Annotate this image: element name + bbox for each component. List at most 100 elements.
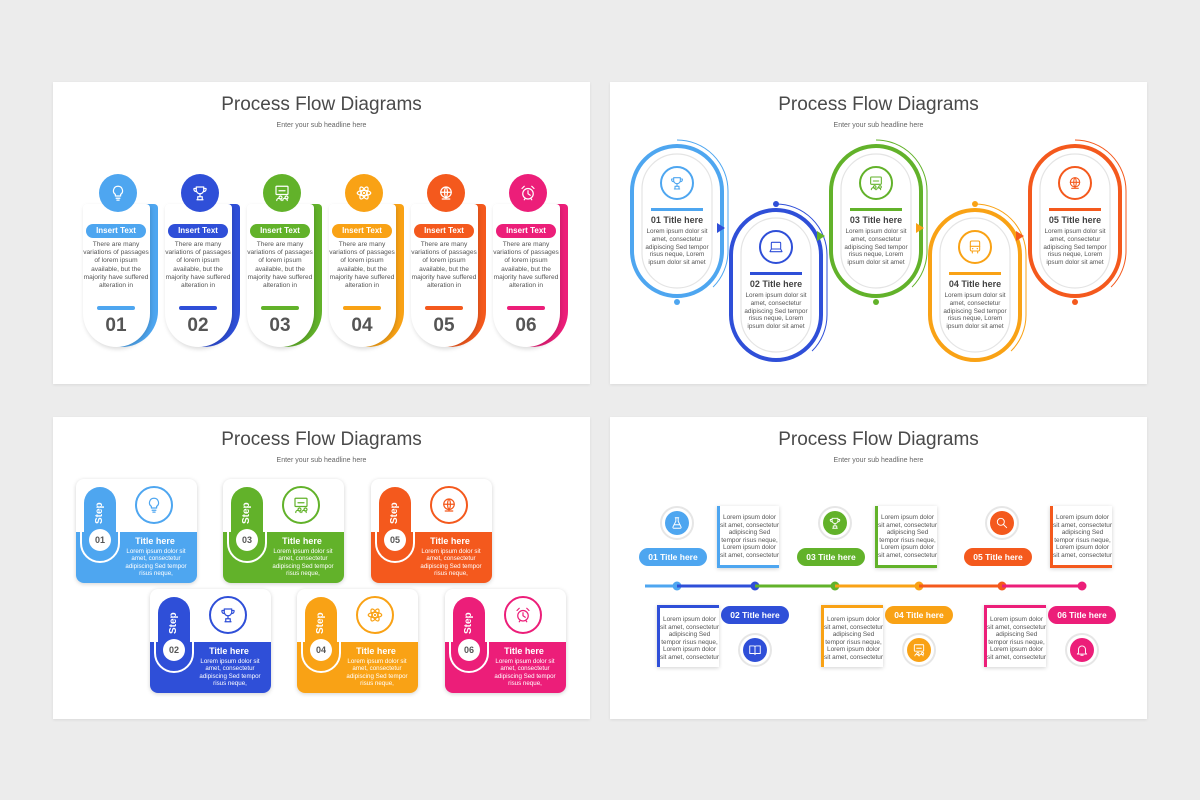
step-guide-line bbox=[824, 139, 928, 303]
slide-subtitle: Enter your sub headline here bbox=[833, 122, 924, 129]
step-icon-ring bbox=[738, 633, 772, 667]
step-body-text: Lorem ipsum dolor sit amet, consectetur … bbox=[943, 292, 1007, 331]
step-icon-ring bbox=[985, 506, 1019, 540]
step-text-box: Lorem ipsum dolor sit amet, consectetur … bbox=[657, 605, 719, 667]
slide-2: Process Flow Diagrams Enter your sub hea… bbox=[610, 82, 1147, 384]
slide-title: Process Flow Diagrams bbox=[221, 94, 422, 115]
step-body-text: Lorem ipsum dolor sit amet, consectetur … bbox=[420, 548, 482, 578]
step-accent-bar bbox=[651, 208, 703, 211]
card-body-text: There are many variations of passages of… bbox=[329, 241, 395, 290]
step-label-pill: 04 Title here bbox=[885, 606, 953, 624]
slide-subtitle: Enter your sub headline here bbox=[276, 122, 367, 129]
step-end-dot bbox=[873, 299, 879, 305]
step-title: 01 Title here bbox=[650, 215, 704, 225]
card-label-pill: Insert Text bbox=[332, 224, 392, 238]
flow-arrow bbox=[717, 223, 725, 233]
step-pill-ring bbox=[375, 483, 415, 563]
presentation-icon bbox=[859, 166, 893, 200]
step-capsule-panel bbox=[740, 217, 812, 353]
step-title: 03 Title here bbox=[849, 215, 903, 225]
step-label: Step bbox=[94, 502, 105, 524]
step-body-text: Lorem ipsum dolor sit amet, consectetur … bbox=[272, 548, 334, 578]
step-title: Title here bbox=[209, 646, 249, 656]
step-title: Title here bbox=[282, 536, 322, 546]
search-icon bbox=[990, 511, 1014, 535]
step-icon-ring bbox=[1065, 633, 1099, 667]
globe-icon bbox=[427, 174, 465, 212]
step-icon-ring bbox=[818, 506, 852, 540]
timeline-graphic bbox=[645, 581, 1087, 591]
slide-subtitle: Enter your sub headline here bbox=[833, 457, 924, 464]
step-capsule-outline bbox=[829, 144, 923, 298]
step-capsule-panel bbox=[1039, 153, 1111, 289]
trophy-icon bbox=[209, 596, 247, 634]
slide-title: Process Flow Diagrams bbox=[221, 429, 422, 450]
card-label-pill: Insert Text bbox=[496, 224, 556, 238]
flask-icon bbox=[665, 511, 689, 535]
card-number: 06 bbox=[515, 315, 537, 336]
step-body-text: Lorem ipsum dolor sit amet, consectetur … bbox=[844, 228, 908, 267]
step-text-box: Lorem ipsum dolor sit amet, consectetur … bbox=[821, 605, 883, 667]
step-end-dot bbox=[972, 201, 978, 207]
step-number: 03 bbox=[236, 529, 258, 551]
card-body-text: There are many variations of passages of… bbox=[247, 241, 313, 290]
step-label: Step bbox=[463, 612, 474, 634]
step-body-text: Lorem ipsum dolor sit amet, consectetur … bbox=[645, 228, 709, 267]
card-accent-bar bbox=[507, 306, 545, 310]
step-label-pill: 06 Title here bbox=[1048, 606, 1116, 624]
card-label-pill: Insert Text bbox=[250, 224, 310, 238]
step-pill-ring bbox=[80, 483, 120, 563]
card-label-pill: Insert Text bbox=[86, 224, 146, 238]
card-label-pill: Insert Text bbox=[168, 224, 228, 238]
step-pill-ring bbox=[301, 593, 341, 673]
step-end-dot bbox=[773, 201, 779, 207]
step-body-text: Lorem ipsum dolor sit amet, consectetur … bbox=[1043, 228, 1107, 267]
globe-icon bbox=[430, 486, 468, 524]
step-guide-line bbox=[625, 139, 729, 303]
presentation-icon bbox=[282, 486, 320, 524]
bell-icon bbox=[1070, 638, 1094, 662]
card-body-text: There are many variations of passages of… bbox=[83, 241, 149, 290]
atom-icon bbox=[345, 174, 383, 212]
step-number: 06 bbox=[458, 639, 480, 661]
step-text-box: Lorem ipsum dolor sit amet, consectetur … bbox=[875, 506, 937, 568]
step-label-pill: 03 Title here bbox=[797, 548, 865, 566]
atom-icon bbox=[356, 596, 394, 634]
card-number: 02 bbox=[187, 315, 209, 336]
trophy-icon bbox=[181, 174, 219, 212]
step-end-dot bbox=[674, 299, 680, 305]
step-capsule-outline bbox=[630, 144, 724, 298]
step-body-text: Lorem ipsum dolor sit amet, consectetur … bbox=[125, 548, 187, 578]
step-text-box: Lorem ipsum dolor sit amet, consectetur … bbox=[1050, 506, 1112, 568]
step-number: 01 bbox=[89, 529, 111, 551]
card-body-text: There are many variations of passages of… bbox=[493, 241, 559, 290]
flow-arrow bbox=[916, 223, 924, 233]
card-label-pill: Insert Text bbox=[414, 224, 474, 238]
step-accent-bar bbox=[1049, 208, 1101, 211]
step-pill-ring bbox=[227, 483, 267, 563]
slide-1: Process Flow Diagrams Enter your sub hea… bbox=[53, 82, 590, 384]
step-capsule-panel bbox=[641, 153, 713, 289]
step-label: Step bbox=[241, 502, 252, 524]
step-title: Title here bbox=[135, 536, 175, 546]
step-icon-ring bbox=[902, 633, 936, 667]
step-number: 02 bbox=[163, 639, 185, 661]
flow-arrow bbox=[1016, 231, 1024, 241]
slide-3: Process Flow Diagrams Enter your sub hea… bbox=[53, 417, 590, 719]
presentation-icon bbox=[907, 638, 931, 662]
step-title: 02 Title here bbox=[749, 279, 803, 289]
book-icon bbox=[743, 638, 767, 662]
step-title: 04 Title here bbox=[948, 279, 1002, 289]
trophy-icon bbox=[660, 166, 694, 200]
lightbulb-icon bbox=[99, 174, 137, 212]
step-pill-ring bbox=[154, 593, 194, 673]
step-label-pill: 01 Title here bbox=[639, 548, 707, 566]
flow-connector-graphic bbox=[625, 139, 1127, 367]
presentation-icon bbox=[263, 174, 301, 212]
card-body-text: There are many variations of passages of… bbox=[411, 241, 477, 290]
slide-title: Process Flow Diagrams bbox=[778, 429, 979, 450]
card-accent-bar bbox=[425, 306, 463, 310]
